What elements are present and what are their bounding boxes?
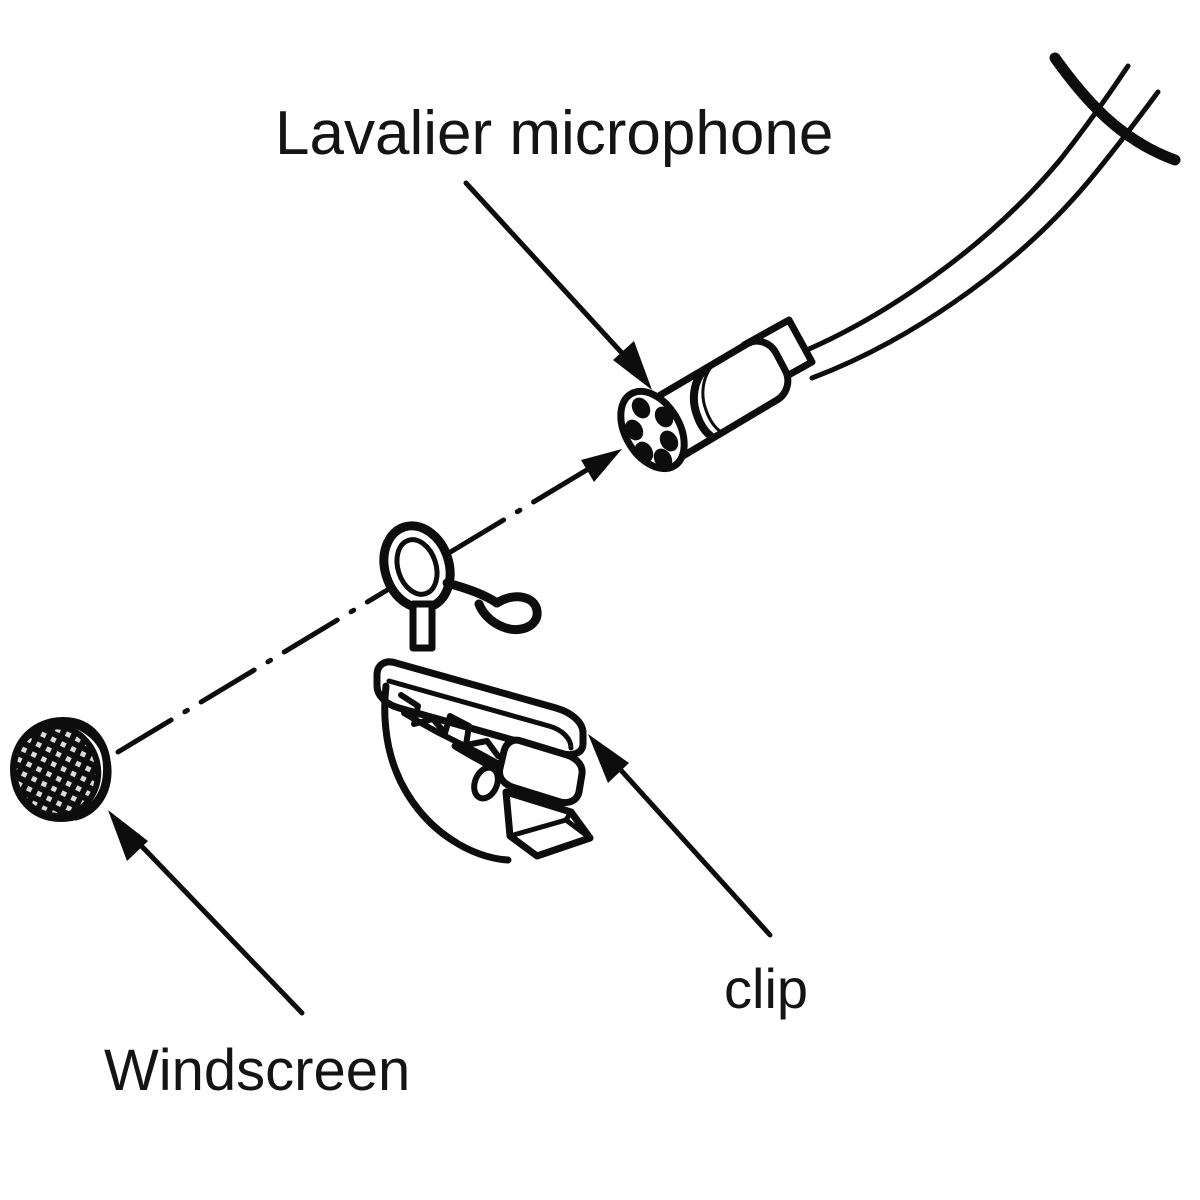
leader-clip (588, 734, 773, 938)
assembly-axis (115, 449, 622, 755)
grille-holes (624, 397, 679, 470)
label-lavalier-microphone: Lavalier microphone (275, 99, 833, 168)
microphone-capsule (617, 316, 816, 473)
label-clip: clip (724, 957, 808, 1020)
clip-body (373, 658, 594, 864)
swivel-ring (379, 521, 542, 652)
label-windscreen: Windscreen (104, 1038, 410, 1103)
windscreen-dome (10, 717, 112, 822)
windscreen-mesh (10, 723, 102, 819)
clip-teeth (398, 692, 502, 767)
microphone-cable (792, 52, 1181, 381)
leader-windscreen (108, 810, 305, 1016)
leader-lavalier-microphone (463, 180, 652, 390)
